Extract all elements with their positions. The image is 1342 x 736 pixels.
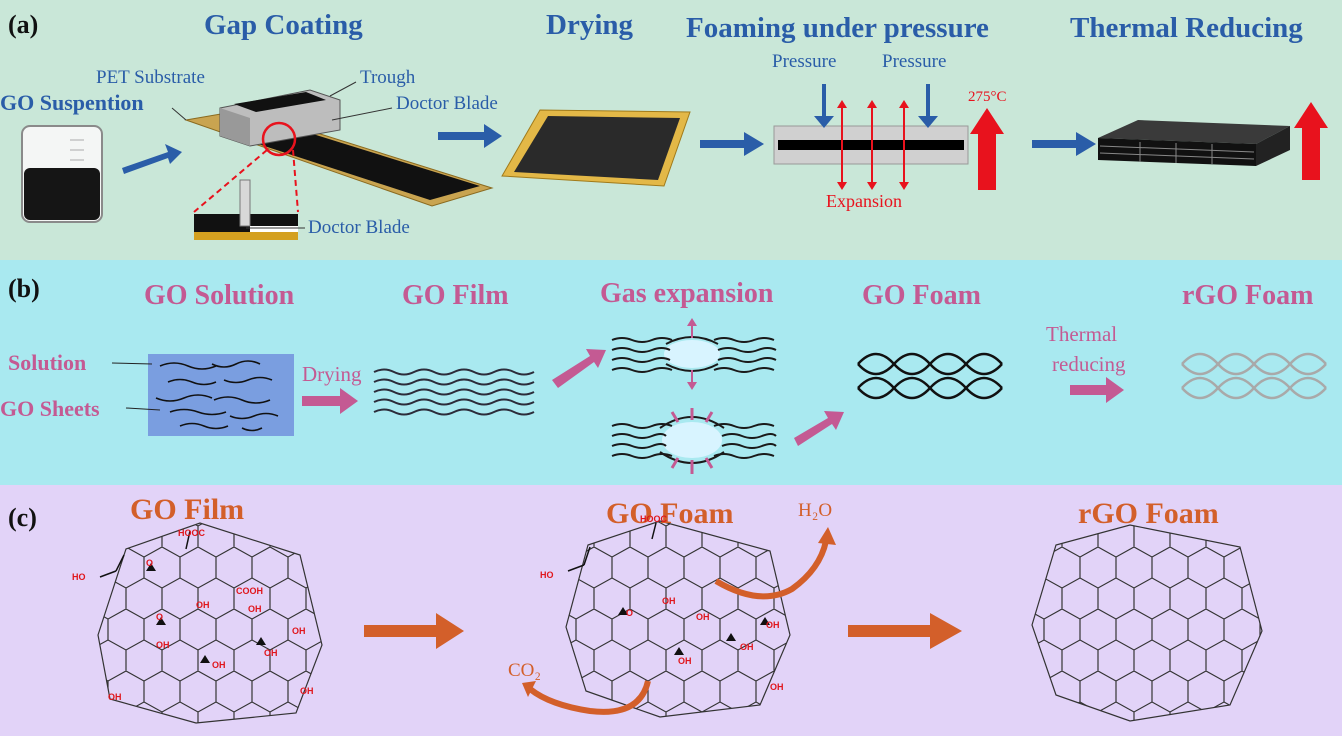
panel-c-drawing bbox=[97, 520, 1263, 724]
group-oh-8: OH bbox=[108, 692, 122, 702]
step-rgo-foam: rGO Foam bbox=[1182, 280, 1314, 311]
label-doctor-blade: Doctor Blade bbox=[396, 93, 498, 114]
label-co2: CO₂ bbox=[508, 660, 542, 681]
trough bbox=[219, 89, 341, 147]
process-arrow-2 bbox=[438, 124, 502, 148]
pressure-arrow-left bbox=[814, 84, 834, 128]
group-oh-7: OH bbox=[300, 686, 314, 696]
epoxide-markers bbox=[146, 563, 770, 663]
step-thermal-reducing: Thermal Reducing bbox=[1070, 12, 1303, 44]
go-sheets-in-solution bbox=[155, 360, 279, 432]
zoom-circle bbox=[261, 121, 297, 157]
label-temperature: 275°C bbox=[968, 89, 1007, 105]
gas-expansion-top bbox=[611, 318, 777, 390]
dried-film bbox=[501, 109, 691, 187]
panel-a: (a) Gap Coating Drying Foaming under pre… bbox=[0, 0, 1342, 260]
reaction-arrow-2 bbox=[848, 613, 962, 649]
group-o-2: O bbox=[156, 612, 164, 622]
label-pressure-left: Pressure bbox=[772, 51, 837, 72]
group-oh-3: OH bbox=[292, 626, 306, 636]
go-foam-sheets bbox=[857, 352, 1003, 400]
group-oh-2: OH bbox=[248, 604, 262, 614]
gas-expansion-bottom bbox=[611, 408, 777, 474]
panel-a-drawing bbox=[21, 81, 1328, 240]
heat-arrow-2 bbox=[1294, 102, 1328, 180]
thermal-reducing-arrow bbox=[1070, 377, 1124, 403]
doctor-blade-inset bbox=[194, 179, 298, 240]
process-arrow-3 bbox=[700, 132, 764, 156]
reaction-arrow-1 bbox=[364, 613, 464, 649]
step-foaming: Foaming under pressure bbox=[686, 12, 989, 44]
group-ho-1: HO bbox=[72, 572, 86, 582]
process-arrow-4 bbox=[1032, 132, 1096, 156]
drying-arrow bbox=[302, 388, 358, 414]
group-oh-1: OH bbox=[196, 600, 210, 610]
panel-a-tag: (a) bbox=[8, 10, 39, 39]
group-oh-13: OH bbox=[740, 642, 754, 652]
panel-c: (c) GO Film GO Foam rGO Foam H₂O CO₂ HOO… bbox=[0, 485, 1342, 736]
step-go-film: GO Film bbox=[402, 280, 509, 311]
label-pet-substrate: PET Substrate bbox=[96, 67, 205, 88]
rgo-foam-sheets bbox=[1181, 352, 1327, 400]
title-go-foam: GO Foam bbox=[606, 497, 734, 530]
label-doctor-blade-inset: Doctor Blade bbox=[308, 217, 410, 238]
group-oh-9: OH bbox=[662, 596, 676, 606]
group-ho-2: HO bbox=[540, 570, 554, 580]
rgo-foam-lattice bbox=[1032, 525, 1262, 721]
go-foam-lattice bbox=[566, 521, 790, 717]
label-go-suspension: GO Suspention bbox=[0, 90, 144, 115]
step-gap-coating: Gap Coating bbox=[204, 9, 363, 41]
h2o-release-arrow bbox=[714, 540, 829, 600]
solution-box bbox=[148, 354, 294, 436]
group-o-1: O bbox=[146, 558, 154, 568]
group-oh-10: OH bbox=[696, 612, 710, 622]
group-cooh-1: COOH bbox=[236, 586, 263, 596]
go-film-sheets bbox=[373, 368, 535, 416]
label-pressure-right: Pressure bbox=[882, 51, 947, 72]
panel-c-tag: (c) bbox=[8, 503, 37, 532]
beaker-icon bbox=[21, 125, 103, 223]
group-oh-11: OH bbox=[766, 620, 780, 630]
label-h2o: H₂O bbox=[798, 500, 833, 521]
label-solution: Solution bbox=[8, 350, 87, 375]
group-oh-14: OH bbox=[770, 682, 784, 692]
go-film-lattice bbox=[98, 523, 322, 723]
title-go-film: GO Film bbox=[130, 493, 245, 526]
co2-release-arrow bbox=[528, 680, 651, 715]
panel-b-drawing bbox=[111, 318, 1327, 474]
group-oh-6: OH bbox=[264, 648, 278, 658]
foaming-press bbox=[773, 84, 1004, 190]
arrow-to-gas-expansion bbox=[552, 349, 606, 388]
label-expansion: Expansion bbox=[826, 191, 902, 211]
title-rgo-foam: rGO Foam bbox=[1078, 497, 1219, 530]
step-go-solution: GO Solution bbox=[144, 280, 295, 311]
step-go-foam: GO Foam bbox=[862, 280, 981, 311]
carboxyl-bonds bbox=[99, 522, 657, 578]
step-gas-expansion: Gas expansion bbox=[600, 278, 774, 309]
label-trough: Trough bbox=[360, 67, 416, 88]
group-hooc-2: HOOC bbox=[640, 514, 667, 524]
group-oh-12: OH bbox=[678, 656, 692, 666]
pressure-arrow-right bbox=[918, 84, 938, 128]
process-arrow-1 bbox=[122, 144, 182, 174]
heat-arrow-1 bbox=[970, 108, 1004, 190]
arrow-to-go-foam bbox=[794, 411, 844, 446]
group-oh-5: OH bbox=[212, 660, 226, 670]
group-o-3: O bbox=[626, 608, 634, 618]
panel-b: (b) GO Solution GO Film Gas expansion GO… bbox=[0, 260, 1342, 485]
label-reducing: reducing bbox=[1052, 352, 1126, 376]
label-go-sheets: GO Sheets bbox=[0, 396, 100, 421]
group-oh-4: OH bbox=[156, 640, 170, 650]
foam-block bbox=[1098, 120, 1290, 166]
group-hooc-1: HOOC bbox=[178, 528, 205, 538]
panel-b-tag: (b) bbox=[8, 274, 40, 303]
step-drying: Drying bbox=[546, 9, 633, 41]
label-drying: Drying bbox=[302, 362, 362, 386]
label-thermal: Thermal bbox=[1046, 322, 1118, 346]
